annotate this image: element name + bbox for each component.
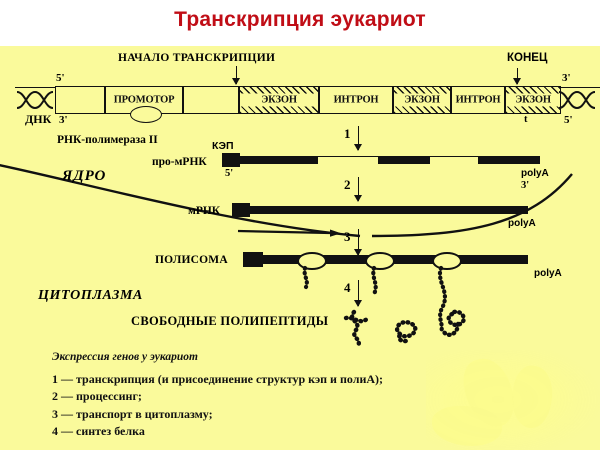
- dna-segment-upstream: [55, 86, 105, 114]
- dna-segment-intron-1: ИНТРОН: [319, 86, 393, 114]
- cap-label: КЭП: [212, 140, 234, 152]
- polysome-polya-label: polyA: [534, 268, 562, 279]
- mrna-polya-label: polyA: [508, 218, 536, 229]
- legend-item-text: — транскрипция (и присоединение структур…: [61, 371, 384, 386]
- dna-five-prime-right: 5': [564, 114, 573, 126]
- step-arrow-1: [354, 126, 363, 151]
- nucleus-label: ЯДРО: [62, 168, 107, 184]
- dna-helix-left-icon: [17, 90, 53, 110]
- step-arrow-2: [354, 177, 363, 202]
- dna-three-prime-right: 3': [562, 72, 571, 84]
- dna-segment-spacer: [183, 86, 239, 114]
- pro-mrna-label: про-мРНК: [152, 156, 207, 168]
- dna-label: ДНК: [25, 112, 52, 126]
- ribosome-1-icon: [297, 252, 327, 270]
- transcription-end-label: КОНЕЦ: [507, 52, 548, 64]
- dna-helix-right-icon: [559, 90, 595, 110]
- legend-item: 2 — процессинг;: [52, 389, 572, 404]
- cytoplasm-label: ЦИТОПЛАЗМА: [38, 288, 143, 303]
- legend-heading: Экспрессия генов у эукариот: [52, 351, 198, 363]
- diagram-canvas: НАЧАЛО ТРАНСКРИПЦИИ КОНЕЦ ПРОМОТОР ЭКЗ: [0, 46, 600, 450]
- legend-item: 3 — транспорт в цитоплазму;: [52, 407, 572, 422]
- pro-mrna-polya-label: polyA: [521, 168, 549, 179]
- dna-strand: ПРОМОТОР ЭКЗОН ИНТРОН ЭКЗОН ИНТРОН ЭКЗОН: [15, 86, 600, 123]
- dna-terminator-label: t: [524, 114, 528, 125]
- header-band: Транскрипция эукариот: [0, 0, 600, 46]
- rna-polymerase-icon: [130, 106, 162, 123]
- legend-item-number: 2: [52, 389, 58, 403]
- step-label-3: 3: [344, 229, 351, 244]
- legend-item-text: — транспорт в цитоплазму;: [61, 406, 213, 421]
- mrna-label: мРНК: [188, 205, 221, 217]
- ribosome-2-icon: [365, 252, 395, 270]
- dna-segment-exon-1: ЭКЗОН: [239, 86, 319, 114]
- dna-segment-intron-2: ИНТРОН: [451, 86, 505, 114]
- legend-item-number: 4: [52, 424, 58, 438]
- step-label-2: 2: [344, 177, 351, 192]
- legend-block: Экспрессия генов у эукариот 1 — транскри…: [52, 351, 572, 439]
- rna-polymerase-label: РНК-полимераза II: [57, 134, 158, 146]
- step-arrow-4: [354, 280, 363, 307]
- step-label-4: 4: [344, 280, 351, 295]
- step-label-1: 1: [344, 126, 351, 141]
- page-title: Транскрипция эукариот: [174, 8, 426, 31]
- legend-item-text: — процессинг;: [61, 389, 142, 403]
- polysome-label: ПОЛИСОМА: [155, 254, 228, 266]
- legend-item-number: 1: [52, 371, 58, 386]
- pro-mrna-five-prime: 5': [225, 168, 234, 179]
- free-polypeptides-label: СВОБОДНЫЕ ПОЛИПЕПТИДЫ: [131, 314, 329, 328]
- legend-item: 1 — транскрипция (и присоединение структ…: [52, 372, 572, 387]
- dna-five-prime-left: 5': [56, 72, 65, 84]
- pro-mrna-three-prime: 3': [521, 180, 530, 191]
- ribosome-3-icon: [432, 252, 462, 270]
- dna-three-prime-left: 3': [59, 114, 68, 126]
- legend-item-text: — синтез белка: [61, 424, 145, 438]
- dna-segment-exon-2: ЭКЗОН: [393, 86, 451, 114]
- transcription-end-arrow: [513, 68, 522, 85]
- transcription-start-label: НАЧАЛО ТРАНСКРИПЦИИ: [118, 52, 276, 64]
- legend-item: 4 — синтез белка: [52, 424, 572, 439]
- transcription-start-arrow: [232, 66, 241, 85]
- legend-item-number: 3: [52, 406, 58, 421]
- dna-segment-exon-3: ЭКЗОН: [505, 86, 561, 114]
- step-arrow-3: [354, 229, 363, 256]
